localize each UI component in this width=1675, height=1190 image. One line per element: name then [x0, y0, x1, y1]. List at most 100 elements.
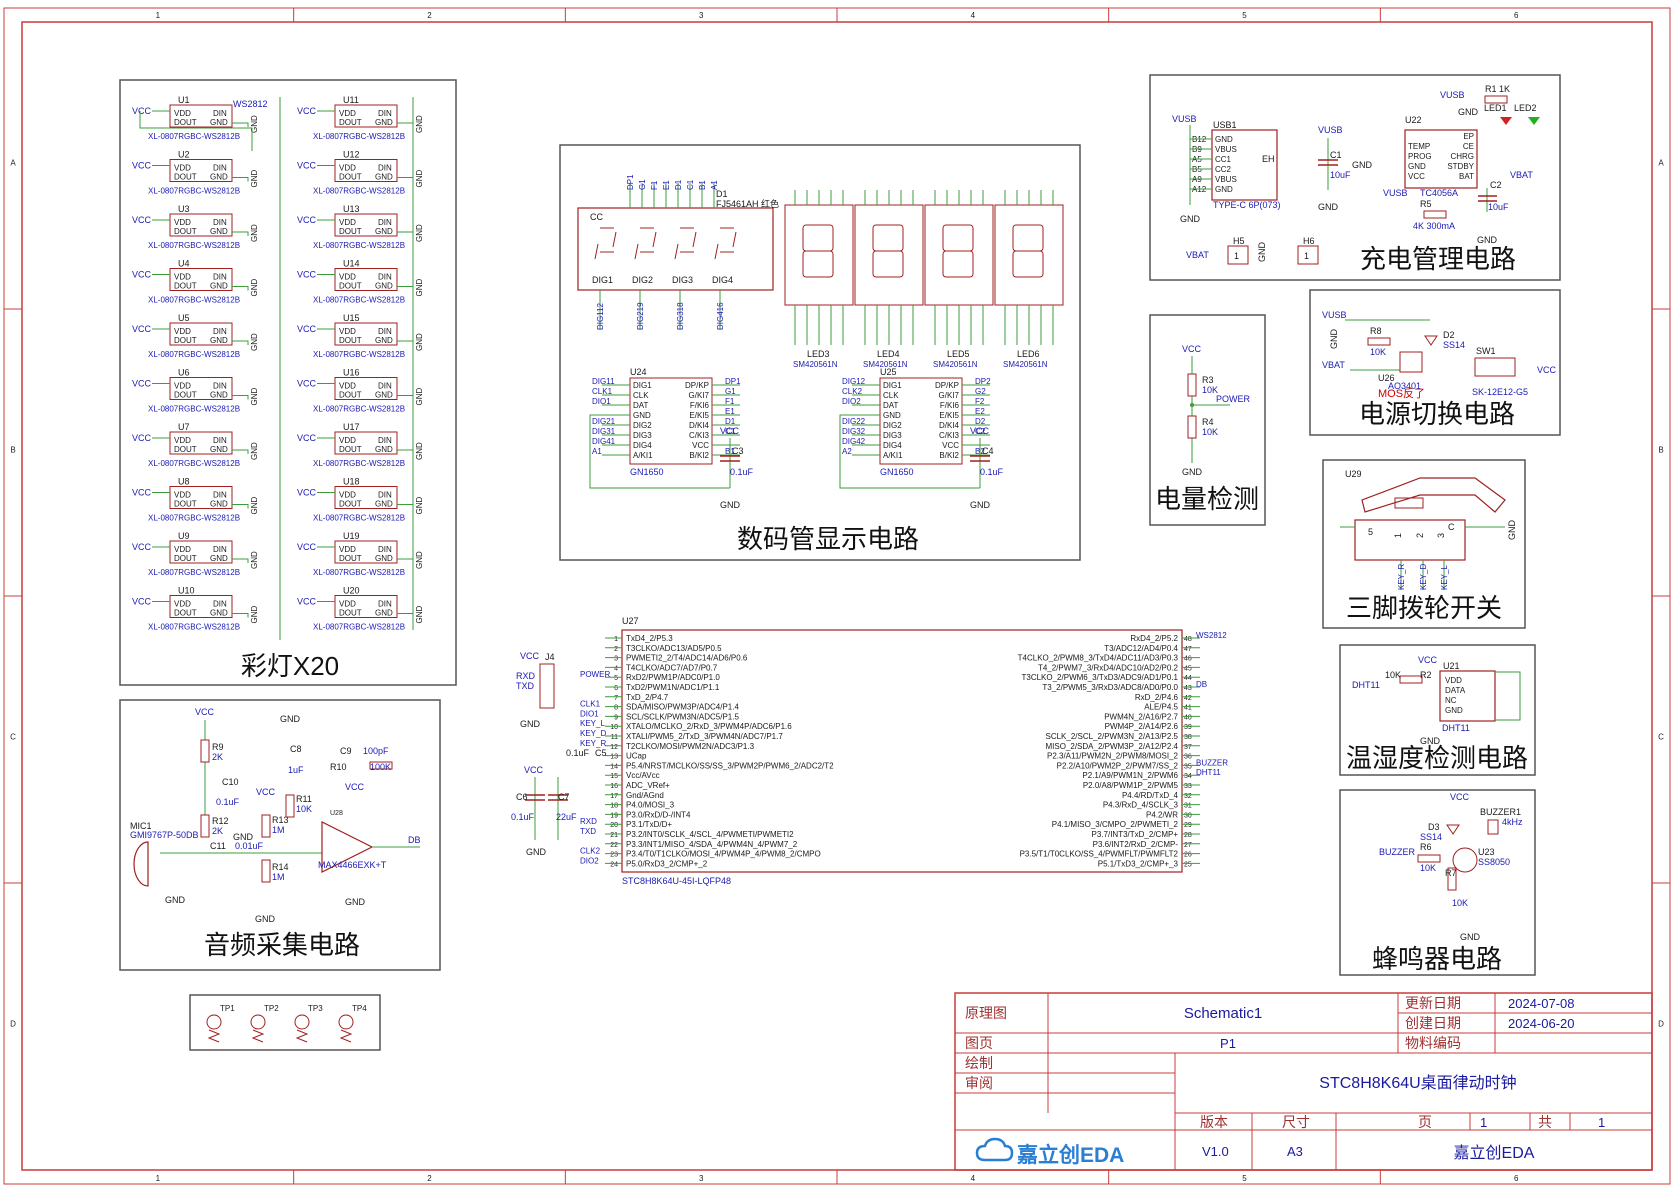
audio-vcc-net: VCC: [195, 707, 215, 717]
gn1650-driver: U25GN1650DIG1DIG12CLKCLK2DATDIO2GNDDIG2D…: [839, 367, 1004, 510]
mcu-left-pin: P3.4/T0/T1CLKO/MOSI_4/PWM4P_4/PWM8_2/CMP…: [626, 850, 821, 859]
led-pin-din: DIN: [213, 491, 227, 500]
display-d1-body: [577, 207, 774, 291]
test-point-icon: [294, 1014, 310, 1030]
c1-gnd-label: GND: [1318, 202, 1339, 212]
charger-ic-left-pin: TEMP: [1408, 142, 1430, 151]
driver-left-pin: DIG1: [633, 381, 652, 390]
charger-ic-left-pin: VCC: [1408, 172, 1425, 181]
led-gnd-wire: [232, 177, 249, 182]
mcu-left-pin: PWMETI2_2/T4/ADC14/AD6/P0.6: [626, 654, 748, 663]
led-pin-gnd: GND: [210, 445, 228, 454]
mosfet-note: MOS反了: [1378, 387, 1425, 400]
charger-ic-right-pin: CHRG: [1450, 152, 1474, 161]
driver-left-net: CLK2: [842, 387, 863, 396]
d2-ref: D2: [1443, 330, 1455, 340]
driver-right-net: C2: [975, 427, 986, 436]
leds-gnd-label: GND: [1458, 107, 1479, 117]
driver-right-pin: DP/KP: [685, 381, 709, 390]
led-pin-gnd: GND: [375, 500, 393, 509]
test-point-icon: [250, 1014, 266, 1030]
audio-circuit: VCC R9 2K C10 0.1uF R12 2K GND MIC1 GMI9…: [130, 707, 421, 924]
column-marker-bottom: 2: [427, 1174, 432, 1183]
dial-pin: C: [1448, 522, 1455, 532]
uart-gnd-label: GND: [520, 719, 541, 729]
c5-val: 0.1uF: [566, 748, 590, 758]
led-vcc-net: VCC: [297, 488, 317, 498]
led-pin-dout: DOUT: [174, 500, 197, 509]
test-point-icon: [206, 1014, 222, 1030]
driver-gnd-wire: [589, 414, 730, 489]
battery-detect-circuit: VCC R3 10K POWER R4 10K GND: [1182, 344, 1251, 477]
dial-pin: 1: [1393, 533, 1403, 538]
driver-left-pin: DAT: [633, 401, 649, 410]
r7-resistor: [1447, 867, 1457, 891]
mcu-left-net: TXD: [580, 827, 596, 836]
driver-body: [629, 377, 713, 465]
led-pin-gnd: GND: [210, 391, 228, 400]
r10-resistor: [369, 761, 393, 770]
driver-right-pin: C/KI3: [939, 431, 960, 440]
seg-module-body: [924, 204, 994, 306]
led-pin-dout: DOUT: [174, 336, 197, 345]
led2-label: LED2: [1514, 103, 1537, 113]
led-ref: U5: [178, 313, 190, 323]
mcu-right-pin-number: 28: [1184, 832, 1192, 839]
led-pin-dout: DOUT: [339, 554, 362, 563]
d3-diode-icon: [1446, 824, 1460, 835]
led-body: [334, 377, 398, 400]
r11-val: 10K: [296, 804, 312, 814]
mcu-left-pin: ADC_VRef+: [626, 781, 670, 790]
mcu-left-pin: P3.1/TxD/D+: [626, 820, 672, 829]
jlc-cloud-logo-icon: [975, 1137, 1014, 1162]
driver-right-pin: B/KI2: [689, 451, 709, 460]
seg-lower-digit: [1012, 250, 1044, 278]
led-gnd-wire: [232, 122, 249, 127]
driver-cap-ref: C4: [982, 446, 994, 456]
seg-module-part: SM420561N: [1003, 360, 1048, 369]
driver-left-net: DIO1: [592, 397, 611, 406]
r2-val: 10K: [1385, 670, 1401, 680]
r14-val: 1M: [272, 872, 285, 882]
r14-gnd-label: GND: [255, 914, 276, 924]
ps-gnd-label: GND: [1329, 329, 1339, 350]
driver-left-net: DIO2: [842, 397, 861, 406]
mcu-left-pin: SCL/SCLK/PWM3N/ADC5/P1.5: [626, 712, 739, 721]
led-pin-vdd: VDD: [339, 273, 356, 282]
seg-module-body: [784, 204, 854, 306]
r3-resistor: [1187, 373, 1197, 397]
r11-resistor: [285, 794, 295, 818]
seg-upper-digit: [1012, 224, 1044, 252]
led-pin-din: DIN: [378, 273, 392, 282]
mcu-left-pin-number: 4: [614, 665, 618, 672]
led-gnd-label: GND: [250, 115, 259, 133]
d2-diode-icon: [1424, 335, 1438, 346]
c2-ref: C2: [1490, 180, 1502, 190]
test-point-screw-icon: [251, 1029, 265, 1043]
r9-ref: R9: [212, 742, 224, 752]
mcu-left-pin: XTALI/PWM5_2/TxD_3/PWM4N/ADC7/P1.7: [626, 732, 783, 741]
d1-segment-glyph: [674, 227, 697, 260]
mcu-left-pin: XTALO/MCLKO_2/RxD_3/PWM4P/ADC6/P1.6: [626, 722, 792, 731]
led-part: XL-0807RGBC-WS2812B: [313, 187, 405, 196]
usb-pin-name: VBUS: [1215, 145, 1237, 154]
driver-left-net: DIG31: [592, 427, 616, 436]
led-part: XL-0807RGBC-WS2812B: [313, 623, 405, 632]
led-ref: U16: [343, 368, 360, 378]
seg-upper-digit: [942, 224, 974, 252]
led-pin-din: DIN: [213, 382, 227, 391]
mcu-gnd-label: GND: [526, 847, 547, 857]
dial-ref: U29: [1345, 469, 1362, 479]
dht11-pin: DATA: [1445, 686, 1466, 695]
r2-resistor: [1399, 675, 1423, 684]
mcu-right-pin: P2.1/A9/PWM1N_2/PWM6: [1082, 771, 1178, 780]
led-ref: U6: [178, 368, 190, 378]
c8-gnd-label: GND: [280, 714, 301, 724]
led-body: [334, 486, 398, 509]
driver-left-pin: DIG3: [633, 431, 652, 440]
mcu-left-pin-number: 17: [610, 793, 618, 800]
usb-pin-name: CC1: [1215, 155, 1232, 164]
